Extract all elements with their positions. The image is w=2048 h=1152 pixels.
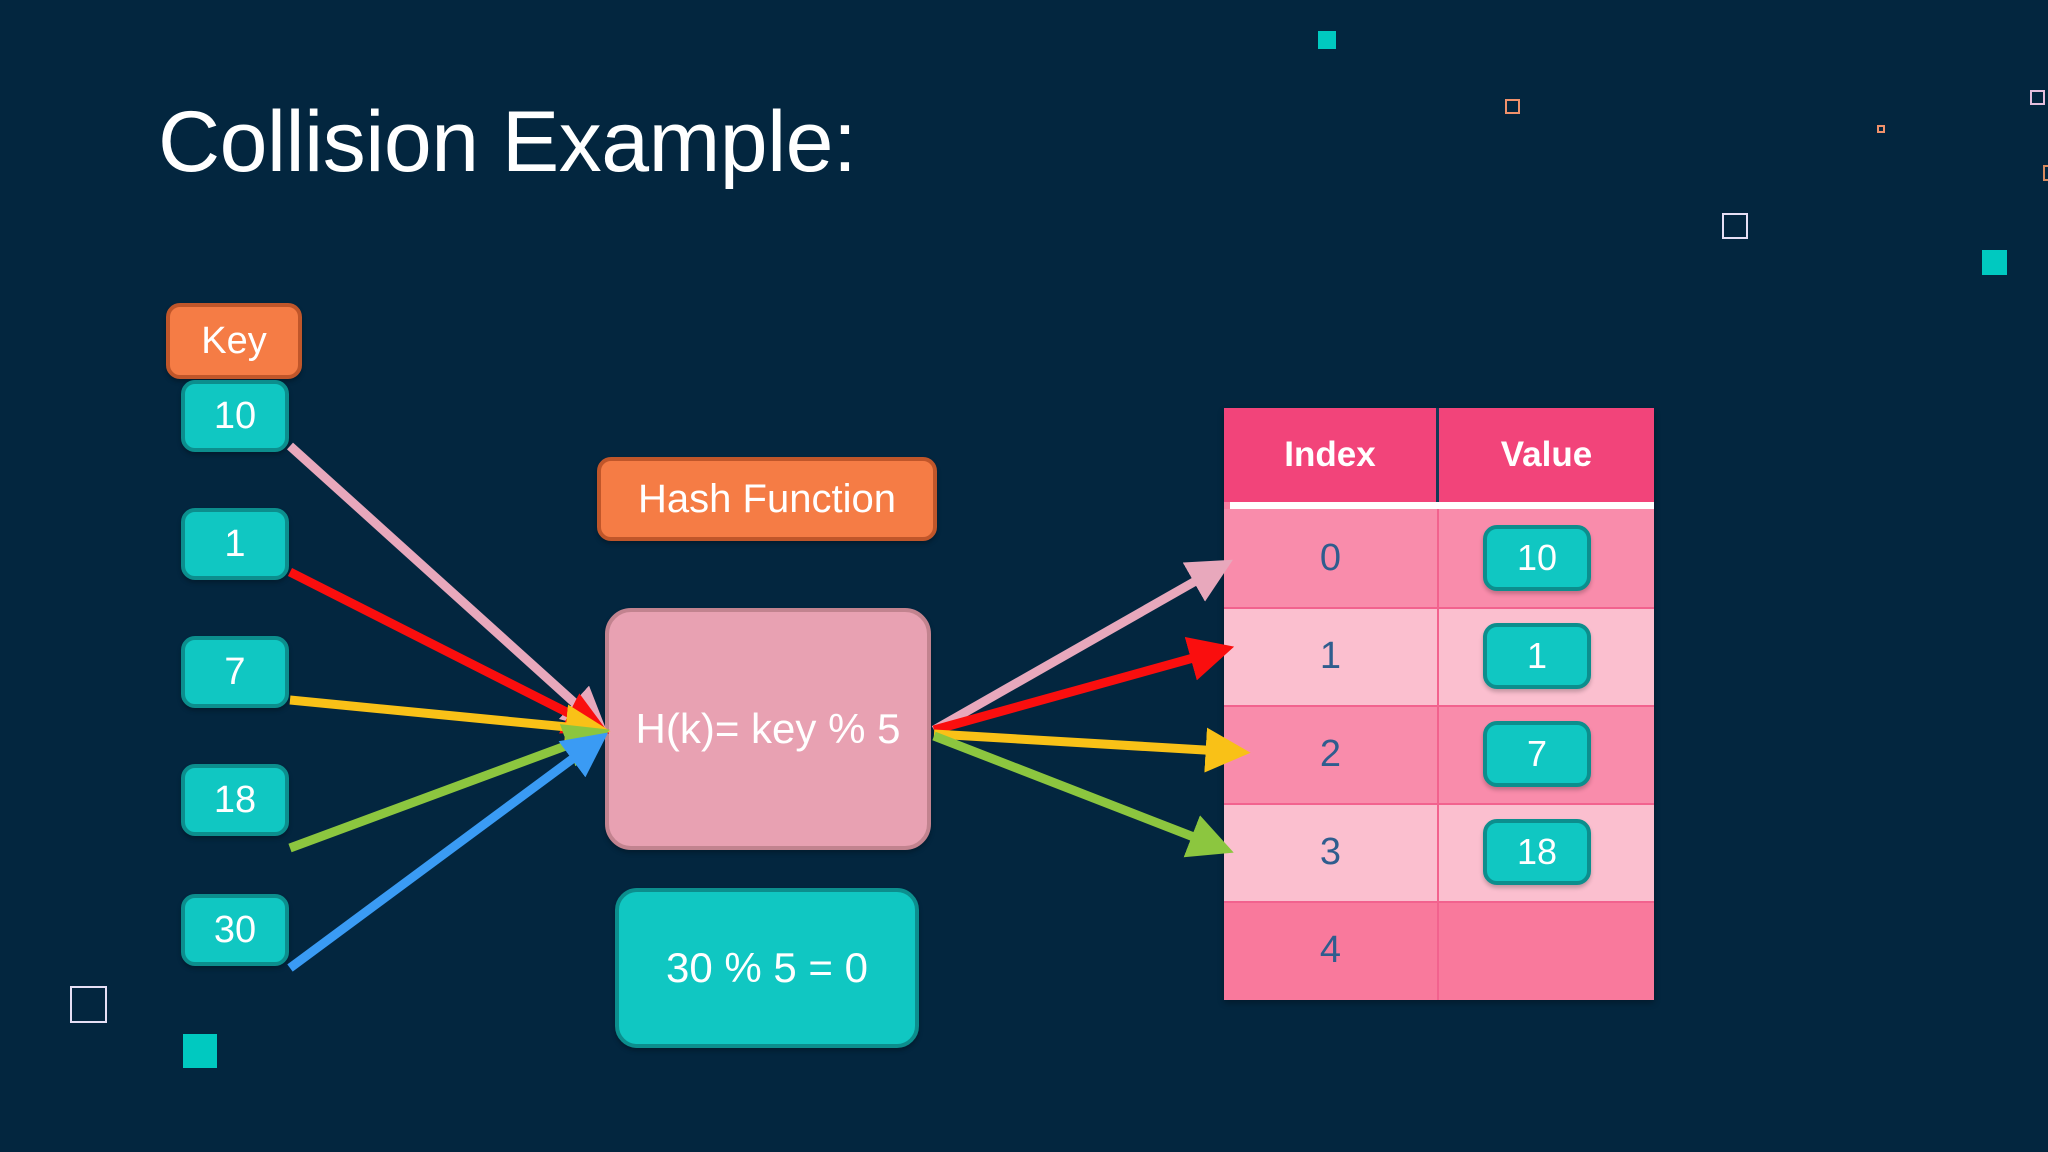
cell-index: 4 [1224,901,1439,1000]
row-divider [1224,803,1654,805]
hash-table: Index Value 0 10 1 1 2 7 3 18 [1224,408,1654,1000]
arrow-hash-to-index-2 [933,727,1251,773]
arrow-hash-to-index-0 [931,559,1233,734]
hash-function-label: Hash Function [597,457,937,541]
arrow-key-10-to-hash [286,442,608,733]
value-chip: 1 [1483,623,1591,689]
arrow-hash-to-index-3 [932,731,1234,858]
cell-index: 0 [1224,509,1439,607]
hash-table-header: Index Value [1224,408,1654,502]
orange-outline-3 [2043,165,2048,181]
header-divider-rule [1230,502,1654,509]
row-divider [1224,607,1654,609]
key-item-0[interactable]: 10 [181,380,289,452]
row-divider [1224,901,1654,903]
key-item-2[interactable]: 7 [181,636,289,708]
table-row[interactable]: 2 7 [1224,705,1654,803]
cell-index: 3 [1224,803,1439,901]
orange-outline-2 [1877,125,1885,133]
pink-outline-1 [2030,90,2045,105]
arrow-key-7-to-hash [289,695,611,750]
white-outline-1 [1722,213,1748,239]
cell-value: 18 [1439,803,1654,901]
value-chip: 18 [1483,819,1591,885]
column-header-value: Value [1500,435,1593,474]
cell-index: 2 [1224,705,1439,803]
cell-value: 10 [1439,509,1654,607]
white-outline-2 [70,986,107,1023]
row-divider [1224,705,1654,707]
table-row[interactable]: 1 1 [1224,607,1654,705]
key-column-header: Key [166,303,302,379]
teal-square-1 [1318,31,1336,49]
key-item-1[interactable]: 1 [181,508,289,580]
orange-outline-1 [1505,99,1520,114]
value-chip: 10 [1483,525,1591,591]
mod-result-box: 30 % 5 = 0 [615,888,919,1048]
table-row[interactable]: 0 10 [1224,509,1654,607]
key-item-3[interactable]: 18 [181,764,289,836]
cell-value: 1 [1439,607,1654,705]
key-item-4[interactable]: 30 [181,894,289,966]
cell-value: 7 [1439,705,1654,803]
arrow-hash-to-index-1 [932,636,1235,735]
arrow-key-30-to-hash [287,732,609,972]
teal-square-2 [1982,250,2007,275]
page-title: Collision Example: [158,94,857,190]
table-row[interactable]: 3 18 [1224,803,1654,901]
arrow-key-18-to-hash [288,724,610,853]
arrow-key-1-to-hash [287,567,610,734]
value-chip: 7 [1483,721,1591,787]
table-row[interactable]: 4 [1224,901,1654,1000]
cell-index: 1 [1224,607,1439,705]
hash-formula-box: H(k)= key % 5 [605,608,931,850]
cell-value [1439,901,1654,1000]
teal-square-3 [183,1034,217,1068]
column-header-index: Index [1224,408,1439,502]
